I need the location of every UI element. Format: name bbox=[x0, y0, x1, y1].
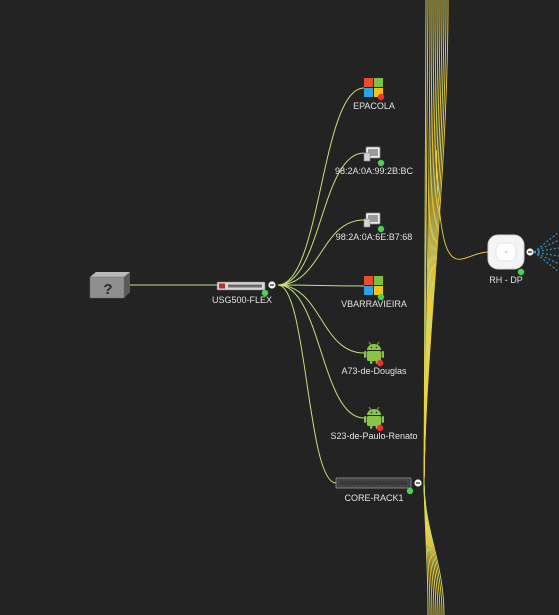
node-core-rack1[interactable]: CORE-RACK1 bbox=[335, 477, 422, 503]
node-label: VBARRAVIEIRA bbox=[341, 299, 407, 309]
node-vbarravieira[interactable]: VBARRAVIEIRA bbox=[341, 276, 407, 309]
node-a73[interactable]: A73-de-Douglas bbox=[341, 341, 407, 376]
node-epacola[interactable]: EPACOLA bbox=[353, 78, 395, 111]
windows-logo-icon bbox=[364, 276, 383, 295]
node-unknown[interactable]: ? bbox=[89, 272, 130, 299]
status-dot bbox=[377, 225, 385, 233]
android-icon bbox=[364, 341, 384, 364]
link-line bbox=[277, 284, 365, 287]
generic-device-icon bbox=[363, 212, 381, 228]
collapse-toggle-icon[interactable] bbox=[268, 281, 276, 289]
node-s23[interactable]: S23-de-Paulo-Renato bbox=[330, 406, 418, 441]
status-dot bbox=[377, 159, 385, 167]
access-point-icon bbox=[487, 234, 525, 270]
node-label: S23-de-Paulo-Renato bbox=[330, 431, 417, 441]
status-dot bbox=[406, 487, 414, 495]
status-dot bbox=[261, 289, 269, 297]
device-links bbox=[130, 87, 365, 484]
status-dot bbox=[377, 93, 385, 101]
unknown-device-icon: ? bbox=[89, 272, 130, 299]
node-rh-dp[interactable]: RH - DP bbox=[487, 234, 534, 285]
firewall-device-icon bbox=[216, 281, 266, 291]
node-label: EPACOLA bbox=[353, 101, 395, 111]
status-dot bbox=[517, 268, 525, 276]
node-label: A73-de-Douglas bbox=[341, 366, 407, 376]
trunk-links bbox=[423, 0, 489, 615]
link-line bbox=[277, 152, 365, 286]
link-line bbox=[423, 0, 449, 484]
node-mac-2[interactable]: 98:2A:0A:6E:B7:68 bbox=[336, 212, 413, 242]
windows-logo-icon bbox=[364, 78, 383, 97]
status-dot bbox=[376, 424, 384, 432]
node-mac-1[interactable]: 98:2A:0A:99:2B:BC bbox=[335, 146, 414, 176]
link-line bbox=[435, 149, 489, 260]
svg-text:?: ? bbox=[103, 281, 112, 298]
generic-device-icon bbox=[363, 146, 381, 162]
link-line bbox=[277, 219, 365, 286]
node-usg500[interactable]: USG500-FLEX bbox=[212, 281, 276, 305]
wireless-links bbox=[533, 231, 559, 273]
status-dot bbox=[377, 293, 385, 301]
link-line bbox=[277, 284, 365, 354]
node-label: USG500-FLEX bbox=[212, 295, 272, 305]
link-line bbox=[277, 87, 365, 286]
status-dot bbox=[376, 359, 384, 367]
collapse-toggle-icon[interactable] bbox=[414, 479, 422, 487]
node-label: 98:2A:0A:99:2B:BC bbox=[335, 166, 414, 176]
link-line bbox=[423, 482, 445, 615]
node-label: RH - DP bbox=[489, 275, 523, 285]
node-label: 98:2A:0A:6E:B7:68 bbox=[336, 232, 413, 242]
node-label: CORE-RACK1 bbox=[344, 493, 403, 503]
link-line bbox=[277, 284, 365, 419]
collapse-toggle-icon[interactable] bbox=[526, 248, 534, 256]
link-line bbox=[277, 284, 337, 484]
switch-device-icon bbox=[335, 477, 412, 489]
